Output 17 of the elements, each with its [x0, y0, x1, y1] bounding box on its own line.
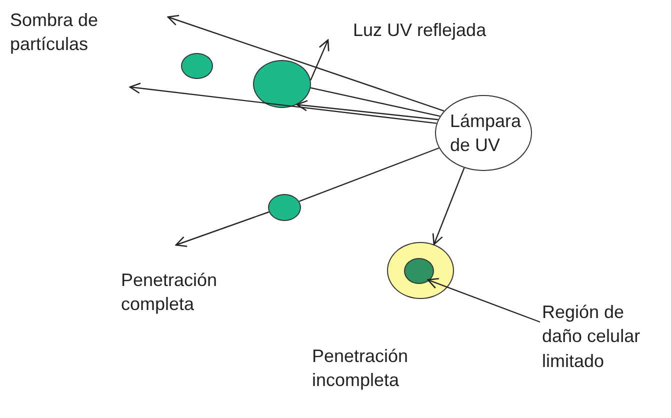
ray-arrow	[175, 211, 270, 248]
text-label: Sombra de partículas	[10, 8, 140, 57]
particle-circle	[181, 53, 213, 79]
particle-circle	[253, 60, 311, 108]
text-label: Penetración completa	[121, 268, 251, 317]
ray-arrow	[432, 168, 465, 246]
ray-arrow	[129, 82, 437, 124]
ray-arrow	[167, 14, 444, 112]
particle-circle	[404, 258, 434, 284]
text-label: Luz UV reflejada	[353, 18, 553, 42]
leader-line	[427, 278, 540, 323]
text-label: Penetración incompleta	[312, 344, 442, 393]
ray-arrow	[310, 39, 330, 80]
particle-circle	[268, 194, 301, 221]
lamp-label: Lámpara de UV	[449, 110, 522, 157]
ray-arrow	[296, 100, 438, 120]
text-label: Región de daño celular limitado	[542, 300, 667, 373]
